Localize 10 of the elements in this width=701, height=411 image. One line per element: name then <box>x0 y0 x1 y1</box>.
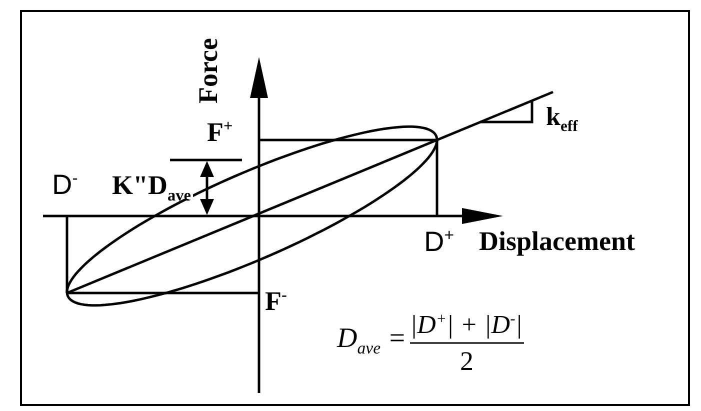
formula-numerator: |D$^{+}$| + |D$^{-}$| <box>410 312 522 338</box>
formula-text: D$_{ave}$ = <box>337 325 406 353</box>
formula-denominator: 2 <box>460 348 474 375</box>
displacement-label: D$^{+}$ <box>424 228 454 256</box>
force-label: F$^{-}$ <box>265 288 287 315</box>
axis-title: Force <box>195 38 222 104</box>
displacement-label: D$^{-}$ <box>52 171 78 199</box>
stiffness-label: k$_{eff}$ <box>546 104 578 130</box>
axis-title: Displacement <box>479 228 635 255</box>
force-label: F$^{+}$ <box>207 119 233 146</box>
